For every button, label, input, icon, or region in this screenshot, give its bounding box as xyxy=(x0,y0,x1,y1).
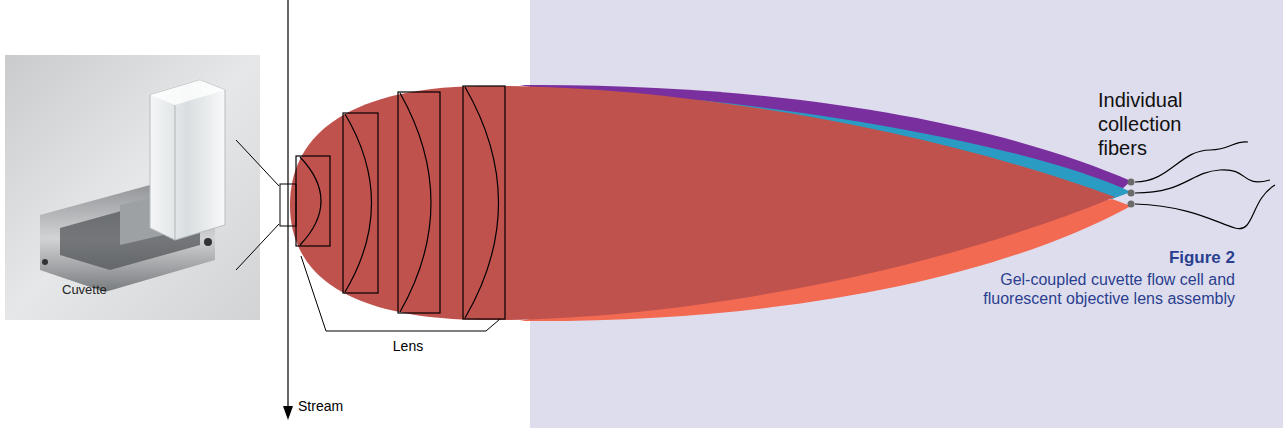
lens-bracket xyxy=(301,256,500,331)
part-label: Individual collection fibers xyxy=(1098,88,1216,160)
collection-fibers xyxy=(1128,142,1276,229)
leader-line xyxy=(236,224,279,270)
cuvette-photo xyxy=(5,55,260,320)
figure-title: Figure 2 xyxy=(1000,248,1235,268)
lens-elements xyxy=(296,86,505,319)
light-cone xyxy=(290,86,1115,320)
part-label: Cuvette xyxy=(62,282,142,298)
leader-line xyxy=(236,140,279,186)
figure-caption: Gel-coupled cuvette flow cell and fluore… xyxy=(935,270,1235,308)
stream-line xyxy=(287,0,288,408)
part-label: Stream xyxy=(298,398,378,415)
part-label: Lens xyxy=(378,338,438,355)
stream-arrowhead xyxy=(283,406,293,420)
